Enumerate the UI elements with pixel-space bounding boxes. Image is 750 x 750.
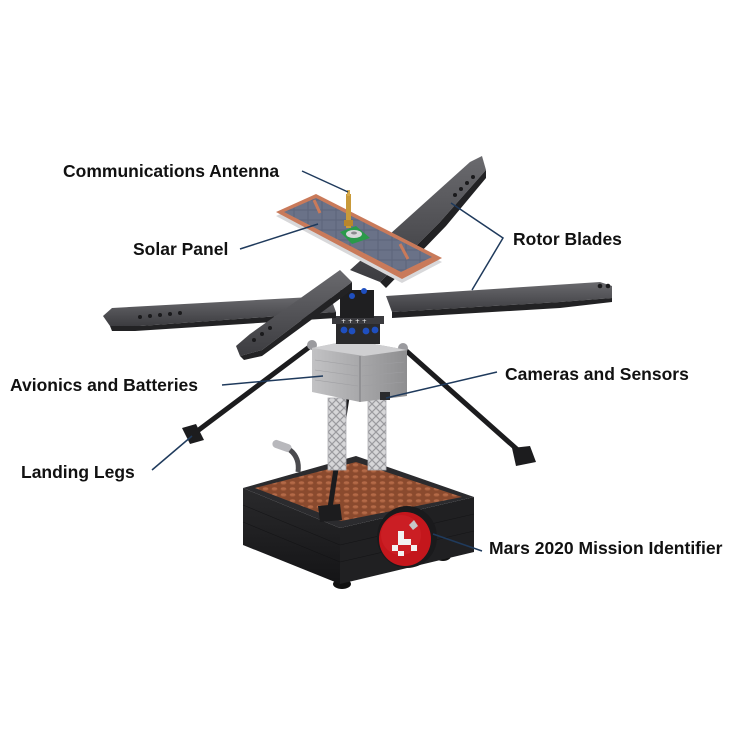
label-communications-antenna: Communications Antenna [63,161,280,181]
label-mars-2020-mission-identifier: Mars 2020 Mission Identifier [489,538,723,558]
label-avionics-and-batteries: Avionics and Batteries [10,375,199,395]
label-landing-legs: Landing Legs [21,462,135,482]
solar-panel-graphic [276,194,442,283]
display-base [242,456,475,589]
mars-2020-emblem [377,506,437,568]
label-rotor-blades: Rotor Blades [513,229,622,249]
svg-text:+ + + +: + + + + [341,318,367,325]
base-pipe-piece [272,439,301,473]
leader-mars-2020-mission-identifier [432,533,483,552]
leader-rotor-blades [450,202,505,291]
label-cameras-and-sensors: Cameras and Sensors [505,364,689,384]
leader-cameras-and-sensors [385,371,498,399]
leader-solar-panel [239,223,319,250]
leader-landing-legs [151,435,193,471]
support-columns [327,395,387,471]
label-solar-panel: Solar Panel [133,239,229,259]
leader-lines [151,170,505,552]
leader-communications-antenna [301,170,349,193]
rotor-mast: + + + + [332,288,384,344]
avionics-body [312,340,407,402]
leader-avionics-and-batteries [221,375,324,386]
antenna-graphic [344,190,353,228]
